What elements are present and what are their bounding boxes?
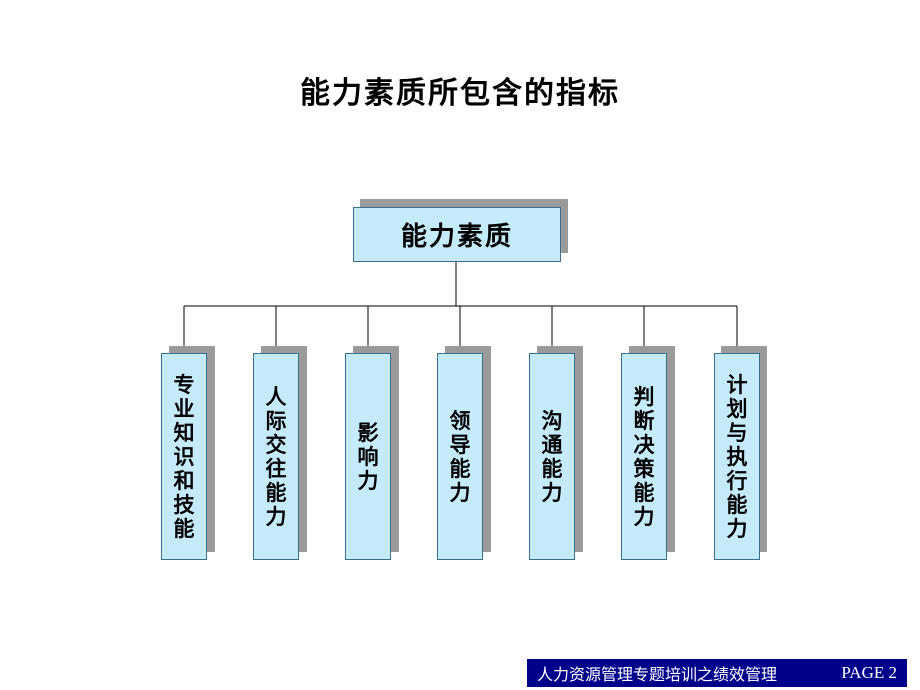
root-node-label: 能力素质 — [400, 222, 513, 252]
root-node: 能力素质 — [353, 207, 561, 262]
child-node-3: 影响力 — [345, 353, 391, 560]
child-node-3-label: 影响力 — [357, 420, 379, 493]
child-node-7: 计划与执行能力 — [714, 353, 760, 560]
child-node-5: 沟通能力 — [529, 353, 575, 560]
child-node-1-label: 专业知识和技能 — [173, 372, 195, 541]
child-node-1: 专业知识和技能 — [161, 353, 207, 560]
page-number: PAGE 2 — [841, 663, 897, 682]
child-node-4: 领导能力 — [437, 353, 483, 560]
child-node-2-label: 人际交往能力 — [265, 384, 287, 529]
child-node-5-label: 沟通能力 — [541, 408, 563, 505]
child-node-6: 判断决策能力 — [621, 353, 667, 560]
slide-title: 能力素质所包含的指标 — [300, 76, 620, 111]
footer-text: 人力资源管理专题培训之绩效管理 — [537, 665, 778, 684]
child-node-2: 人际交往能力 — [253, 353, 299, 560]
child-node-6-label: 判断决策能力 — [633, 384, 655, 529]
child-node-4-label: 领导能力 — [449, 408, 471, 505]
footer-bar: 人力资源管理专题培训之绩效管理 PAGE 2 — [527, 659, 907, 687]
child-node-7-label: 计划与执行能力 — [726, 372, 748, 541]
